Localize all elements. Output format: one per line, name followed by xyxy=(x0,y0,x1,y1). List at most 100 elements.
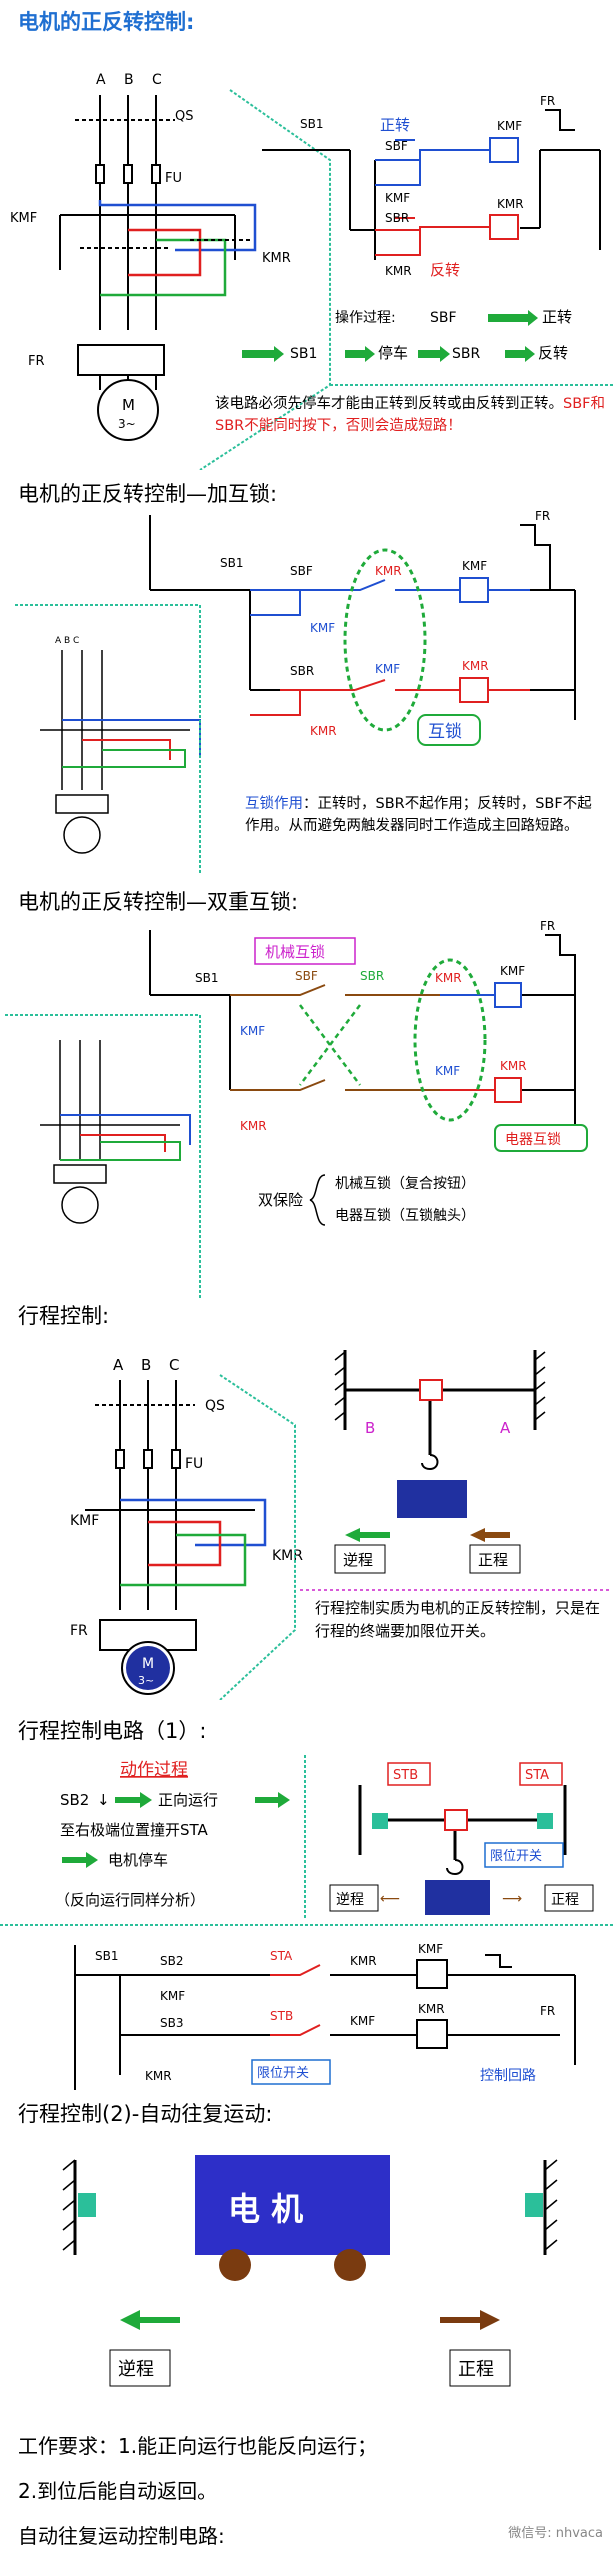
ctrl-kmr-contact: KMR xyxy=(385,264,412,278)
s5-c-stb: STB xyxy=(270,2009,293,2023)
note-black: 该电路必须先停车才能由正转到反转或由反转到正转。 xyxy=(215,396,563,412)
s5-c-sb3: SB3 xyxy=(160,2016,183,2030)
req-line3: 自动往复运动控制电路: xyxy=(18,2524,225,2548)
s5-rev-arrow: ⟵ xyxy=(380,1891,400,1907)
process-sbr: SBR xyxy=(452,346,480,362)
s5-c-kmr: KMR xyxy=(350,1954,377,1968)
s5-step2: 至右极端位置撞开STA xyxy=(60,1821,209,1839)
s2-sbr: SBR xyxy=(290,664,314,678)
s5-c-kmf: KMF xyxy=(418,1942,443,1956)
ctrl-sbr: SBR xyxy=(385,211,409,225)
section1-diagram: A B C QS FU KMF KMR FR M 3~ SB1 正转 SBF K… xyxy=(10,72,615,470)
section6-title: 行程控制(2)-自动往复运动: xyxy=(18,2102,273,2126)
section3-diagram: 机械互锁 SB1 SBF SB xyxy=(5,920,588,1300)
fr-label: FR xyxy=(28,354,45,369)
s4-kmr: KMR xyxy=(272,1548,303,1564)
s3-item1: 机械互锁（复合按钮） xyxy=(335,1175,475,1192)
s4-note: 行程控制实质为电机的正反转控制，只是在行程的终端要加限位开关。 xyxy=(315,1599,601,1640)
s5-action: 动作过程 xyxy=(120,1760,188,1780)
ctrl-reverse: 反转 xyxy=(430,261,460,279)
s4-phase-c: C xyxy=(169,1356,179,1374)
s2-kmf-nc: KMF xyxy=(375,662,400,676)
s6-motor: 电 机 xyxy=(228,2190,303,2228)
s2-kmr-nc: KMR xyxy=(375,564,402,578)
s3-kmr: KMR xyxy=(435,971,462,985)
s3-kmf2: KMF xyxy=(435,1064,460,1078)
s3-kmr-c: KMR xyxy=(240,1119,267,1133)
s3-kmr2: KMR xyxy=(500,1059,527,1073)
s3-kmf-c: KMF xyxy=(240,1024,265,1038)
s5-step1-arrow: ↓ xyxy=(97,1791,110,1809)
s5-step1-b: 正向运行 xyxy=(158,1791,218,1809)
s4-fr: FR xyxy=(70,1623,88,1639)
qs-label: QS xyxy=(175,109,193,124)
s5-c-kmf3: KMF xyxy=(350,2014,375,2028)
s4-reverse: 逆程 xyxy=(343,1551,373,1569)
s5-c-limit: 限位开关 xyxy=(257,2066,309,2081)
s5-stb: STB xyxy=(393,1768,418,1783)
process-label: 操作过程: xyxy=(335,310,396,326)
s4-kmf: KMF xyxy=(70,1513,99,1529)
phase-c: C xyxy=(152,72,162,88)
s3-fr: FR xyxy=(540,920,555,933)
s4-qs: QS xyxy=(205,1398,225,1414)
section2-diagram: A B C SB1 SBF KMR KMF FR KMF SBR KMF KMR… xyxy=(15,509,576,875)
fu-label: FU xyxy=(165,171,182,186)
s4-forward: 正程 xyxy=(478,1551,508,1569)
section2-note: 互锁作用：正转时，SBR不起作用；反转时，SBF不起作用。从而避免两触发器同时工… xyxy=(245,793,605,837)
section3-title: 电机的正反转控制—双重互锁: xyxy=(18,890,299,914)
process-sbf: SBF xyxy=(430,310,457,326)
kmr-label: KMR xyxy=(262,251,291,266)
s5-c-kmr2: KMR xyxy=(418,2002,445,2016)
s3-mech: 机械互锁 xyxy=(265,943,325,961)
ctrl-kmf: KMF xyxy=(497,119,522,133)
section6-diagram: 电 机 逆程 正程 xyxy=(62,2155,558,2387)
s5-c-fr: FR xyxy=(540,2004,555,2018)
motor-label: M xyxy=(122,396,135,414)
s5-fwd-arrow: ⟶ xyxy=(502,1891,522,1907)
section4-diagram: A B C QS FU KMF KMR FR M M 3~ B A 逆程 正程 xyxy=(70,1350,610,1700)
ctrl-forward: 正转 xyxy=(380,116,410,134)
s2-sb1: SB1 xyxy=(220,556,243,570)
s4-phase-a: A xyxy=(113,1356,124,1374)
s4-a: A xyxy=(500,1419,511,1437)
s2-abc: A B C xyxy=(55,636,79,646)
process-reverse: 反转 xyxy=(538,344,568,362)
s5-step1-a: SB2 xyxy=(60,1791,89,1809)
section4-title: 行程控制: xyxy=(18,1304,110,1328)
s5-step3: 电机停车 xyxy=(108,1851,168,1869)
s2-kmf-contact: KMF xyxy=(310,621,335,635)
s6-reverse: 逆程 xyxy=(118,2359,154,2380)
process-stop: 停车 xyxy=(378,344,408,362)
s3-kmf: KMF xyxy=(500,964,525,978)
ctrl-fr: FR xyxy=(540,94,555,108)
s5-step4: （反向运行同样分析） xyxy=(55,1891,205,1909)
s2-note-label: 互锁作用 xyxy=(245,796,303,812)
s3-elec: 电器互锁 xyxy=(505,1132,561,1148)
s5-c-sb2: SB2 xyxy=(160,1954,183,1968)
s2-sbf: SBF xyxy=(290,564,313,578)
note-red: SBF和SBR不能同时按下，否则会造成短路！ xyxy=(215,396,605,434)
s5-c-sta: STA xyxy=(270,1949,293,1963)
s3-sbr: SBR xyxy=(360,969,384,983)
s5-limit: 限位开关 xyxy=(490,1849,542,1864)
req-line1: 工作要求：1.能正向运行也能反向运行； xyxy=(18,2434,378,2458)
ctrl-kmr: KMR xyxy=(497,197,524,211)
s4-motor-m: M xyxy=(142,1656,154,1672)
s3-sb1: SB1 xyxy=(195,971,218,985)
phase-a: A xyxy=(96,72,106,88)
s2-kmr-contact: KMR xyxy=(310,724,337,738)
s3-double: 双保险 xyxy=(258,1191,303,1209)
s2-kmr: KMR xyxy=(462,659,489,673)
section1-title: 电机的正反转控制: xyxy=(18,10,195,34)
process-forward: 正转 xyxy=(542,308,572,326)
watermark: 微信号: nhvaca xyxy=(508,2526,603,2541)
req-line2: 2.到位后能自动返回。 xyxy=(18,2479,218,2503)
motor-sub: 3~ xyxy=(118,417,136,431)
s4-motor-sub: 3~ xyxy=(138,1674,154,1687)
s5-reverse: 逆程 xyxy=(336,1892,364,1908)
s5-c-kmf2: KMF xyxy=(160,1989,185,2003)
s5-forward: 正程 xyxy=(551,1892,579,1908)
s2-interlock: 互锁 xyxy=(428,722,462,742)
s4-b: B xyxy=(365,1419,375,1437)
